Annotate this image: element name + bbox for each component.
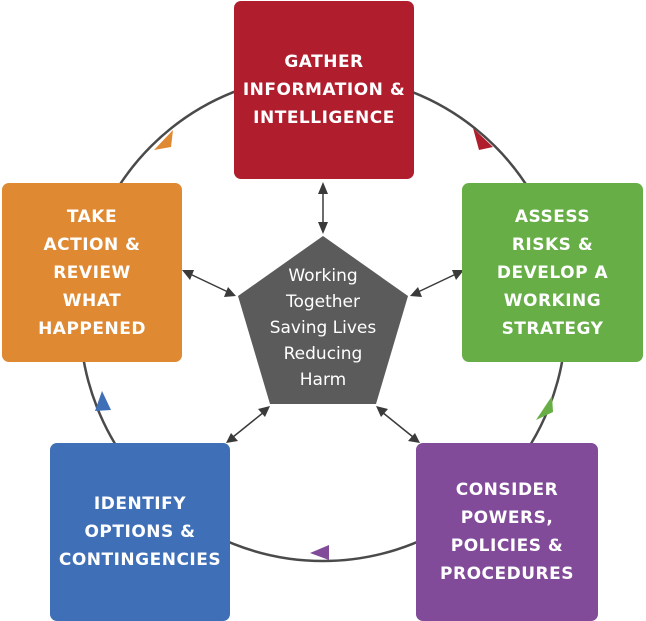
center-label: Working Together Saving Lives Reducing H… — [269, 266, 377, 390]
step-consider-powers: CONSIDER POWERS, POLICIES & PROCEDURES — [416, 443, 598, 621]
step-identify-options: IDENTIFY OPTIONS & CONTINGENCIES — [50, 443, 230, 621]
connector-center-identify — [226, 406, 270, 443]
arrowhead-consider-to-identify — [310, 545, 329, 560]
connector-center-consider — [376, 406, 420, 443]
connector-center-take — [182, 270, 236, 297]
arrowhead-gather-to-assess — [473, 128, 493, 150]
arrowhead-identify-to-take — [95, 391, 111, 411]
center-pentagon — [238, 236, 408, 404]
step-gather-information: GATHER INFORMATION & INTELLIGENCE — [234, 1, 414, 179]
connector-center-assess — [410, 270, 464, 297]
step-assess-risks: ASSESS RISKS & DEVELOP A WORKING STRATEG… — [462, 183, 643, 362]
arrowhead-assess-to-consider — [536, 396, 553, 420]
connector-center-gather — [318, 182, 328, 234]
step-take-action: TAKE ACTION & REVIEW WHAT HAPPENED — [2, 183, 182, 362]
arrowhead-take-to-gather — [154, 130, 173, 150]
